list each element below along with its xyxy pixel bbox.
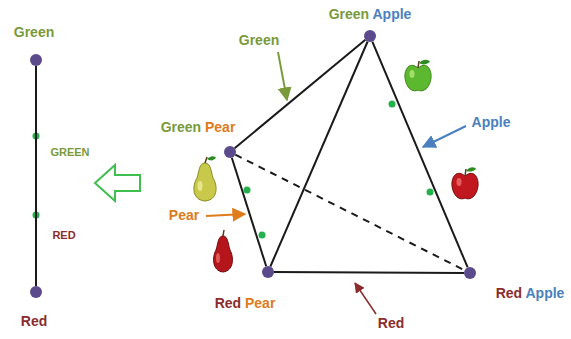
red-apple-icon — [452, 167, 478, 199]
vertex-label: Red Pear — [215, 295, 276, 311]
leader-arrow — [278, 52, 287, 100]
endpoint-dot: Green — [30, 54, 42, 66]
vertex-label: Green Apple — [329, 6, 412, 22]
value-label: GREEN — [50, 146, 89, 158]
label-word: Green — [329, 6, 373, 22]
hollow-arrow — [95, 165, 140, 201]
green-apple-icon — [405, 60, 431, 91]
red-pear-icon — [214, 230, 233, 272]
edge-line — [270, 42, 367, 267]
feature-label: Red — [378, 315, 404, 331]
label-word: Apple — [372, 6, 411, 22]
edge-line — [372, 42, 467, 268]
label-word: Pear — [205, 119, 235, 135]
leader-arrow — [355, 283, 376, 314]
feature-label: Pear — [169, 207, 199, 223]
vertex-label: Red Apple — [496, 285, 565, 301]
edge-line — [235, 155, 464, 271]
sample-dots — [33, 101, 434, 239]
vertex-dot: Green Apple — [364, 30, 376, 42]
edge-line — [35, 66, 37, 286]
label-word: Red — [215, 295, 245, 311]
value-label: RED — [52, 229, 75, 241]
vertex-dot: Red Apple — [464, 267, 476, 279]
label-word: Apple — [525, 285, 564, 301]
green-pear-icon — [194, 156, 216, 201]
label-word: Red — [496, 285, 526, 301]
edge-line — [274, 271, 464, 274]
vertex-label: Green — [14, 24, 54, 40]
feature-label: Apple — [472, 114, 511, 130]
vertex-dot: Green Pear — [224, 146, 236, 158]
label-word: Green — [14, 24, 54, 40]
label-word: Green — [161, 119, 205, 135]
label-word: Pear — [245, 295, 275, 311]
leader-arrow — [423, 126, 466, 147]
leader-arrow — [206, 214, 245, 216]
edge-line — [232, 158, 266, 267]
endpoint-dot: Red — [30, 286, 42, 298]
vertex-label: Red — [21, 313, 47, 329]
vertex-dot: Red Pear — [262, 266, 274, 278]
label-word: Red — [21, 313, 47, 329]
feature-label: Green — [239, 32, 279, 48]
vertex-label: Green Pear — [161, 119, 236, 135]
